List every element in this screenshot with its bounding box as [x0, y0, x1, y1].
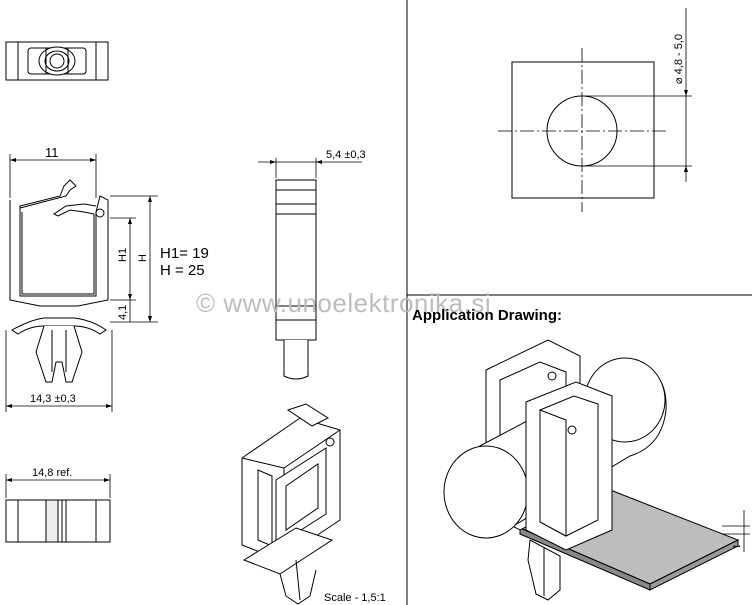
hole-ticks: [511, 124, 655, 138]
isometric-view: [241, 403, 341, 605]
side-view: [275, 179, 317, 380]
application-title: Application Drawing:: [412, 307, 562, 324]
hole-centerlines: [498, 48, 666, 212]
bottom-view-dims: [5, 474, 111, 498]
dim-thickness-t: t: [731, 545, 743, 548]
dim-base-width: 14,3 ±0,3: [30, 393, 76, 405]
dim-top-width: 11: [45, 145, 59, 160]
bottom-view-arrows: [6, 478, 110, 482]
dim-h-label: H: [137, 254, 149, 262]
front-view-dims: [5, 154, 158, 412]
application-drawing: [443, 339, 740, 601]
side-view-arrows: [270, 160, 322, 164]
dim-hole-diameter: ⌀ 4,8 - 5,0: [673, 34, 685, 84]
dim-small-height: 4,1: [117, 305, 129, 320]
scale-label: Scale - 1,5:1: [324, 592, 386, 604]
hole-dim-arrows: [684, 90, 688, 172]
frame-lines: [406, 0, 752, 605]
hole-drawing: [511, 61, 655, 199]
front-view: [9, 179, 109, 383]
watermark: © www.unoelektronika.si: [196, 288, 491, 318]
side-view-dims: [258, 158, 362, 178]
h1-value: H1= 19: [160, 245, 209, 262]
dim-ref-width: 14,8 ref.: [32, 467, 72, 479]
h-value: H = 25: [160, 262, 205, 279]
dim-h1-label: H1: [117, 248, 129, 262]
plate-thickness-dim: [722, 510, 750, 552]
bottom-view: [5, 499, 111, 543]
front-view-arrows: [6, 158, 152, 408]
dim-side-thickness: 5,4 ±0,3: [326, 149, 366, 161]
top-view: [5, 41, 109, 81]
